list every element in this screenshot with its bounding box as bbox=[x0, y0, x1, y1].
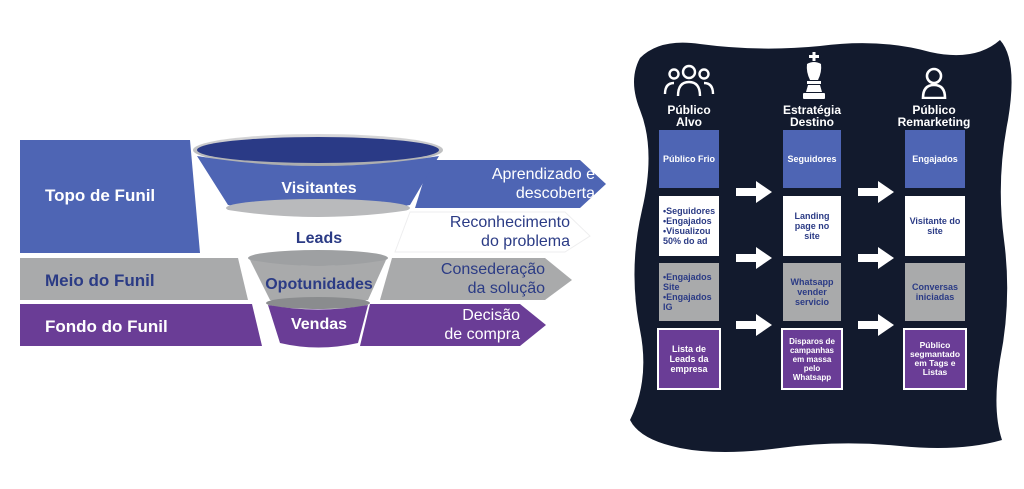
description-aprendizado: Aprendizado e descoberta bbox=[445, 165, 595, 203]
band-meio bbox=[20, 258, 270, 300]
stage-label-meio: Meio do Funil bbox=[45, 271, 155, 290]
box-alvo-engajados: •Engajados Site •Engajados IG bbox=[659, 263, 719, 321]
column-header-publico-remarketing: Público Remarketing bbox=[884, 104, 984, 128]
box-publico-frio-text: Público Frio bbox=[663, 154, 716, 164]
arrow-decisao bbox=[360, 304, 546, 346]
arrow-right-icon bbox=[736, 314, 772, 336]
box-whatsapp-vender-text: Whatsapp vender servicio bbox=[790, 277, 834, 307]
band-fondo-cut bbox=[252, 304, 270, 346]
chess-king-icon bbox=[803, 52, 825, 99]
box-whatsapp-vender: Whatsapp vender servicio bbox=[783, 263, 841, 321]
description-aprendizado-line1: Aprendizado e bbox=[491, 166, 595, 183]
box-engajados: Engajados bbox=[905, 130, 965, 188]
column-header-publico-remarketing-line1: Público bbox=[912, 103, 956, 117]
box-disparos-campanhas-text: Disparos de campanhas em massa pelo What… bbox=[789, 336, 835, 382]
arrow-right-icon bbox=[736, 181, 772, 203]
arrow-aprendizado bbox=[415, 160, 606, 208]
description-decisao: Decisão de compra bbox=[370, 306, 520, 344]
column-header-estrategia-destino: Estratégia Destino bbox=[762, 104, 862, 128]
description-decisao-line1: Decisão bbox=[462, 307, 520, 324]
funnel-level-divider-2 bbox=[248, 250, 388, 266]
box-conversas-iniciadas: Conversas iniciadas bbox=[905, 263, 965, 321]
person-icon bbox=[921, 67, 947, 99]
band-fondo bbox=[20, 304, 270, 346]
arrow-right-icon bbox=[858, 314, 894, 336]
column-header-publico-alvo: Público Alvo bbox=[639, 104, 739, 128]
funnel-label-visitantes: Visitantes bbox=[281, 180, 357, 197]
box-landing-page-text: Landing page no site bbox=[794, 211, 830, 241]
list-item: •Engajados Site bbox=[663, 272, 712, 292]
column-header-estrategia-destino-line1: Estratégia bbox=[782, 103, 842, 117]
box-lista-leads-text: Lista de Leads da empresa bbox=[669, 344, 709, 374]
description-consideracao-line2: da solução bbox=[467, 280, 545, 297]
stage-label-topo: Topo de Funil bbox=[45, 186, 156, 205]
list-item: •Engajados IG bbox=[663, 292, 712, 312]
arrow-right-icon bbox=[736, 247, 772, 269]
box-alvo-segmentos: •Seguidores •Engajados •Visualizou 50% d… bbox=[659, 196, 719, 256]
arrow-right-icon bbox=[858, 247, 894, 269]
funnel-level-vendas bbox=[268, 305, 368, 348]
arrow-right-icon bbox=[858, 181, 894, 203]
box-publico-segmentado-text: Público segmantado em Tags e Listas bbox=[909, 340, 961, 377]
box-seguidores: Seguidores bbox=[783, 130, 841, 188]
funnel-level-divider-1 bbox=[226, 199, 410, 217]
funnel-level-divider-3 bbox=[266, 297, 370, 309]
box-publico-frio: Público Frio bbox=[659, 130, 719, 188]
stage-label-fondo: Fondo do Funil bbox=[45, 317, 168, 336]
funnel-level-leads bbox=[228, 210, 410, 260]
box-lista-leads: Lista de Leads da empresa bbox=[657, 328, 721, 390]
list-item: •Visualizou 50% do ad bbox=[663, 226, 711, 246]
box-disparos-campanhas: Disparos de campanhas em massa pelo What… bbox=[781, 328, 843, 390]
box-conversas-iniciadas-text: Conversas iniciadas bbox=[911, 282, 959, 302]
description-reconhecimento-line2: do problema bbox=[481, 233, 570, 250]
box-visitante-site-text: Visitante do site bbox=[909, 216, 961, 236]
column-header-publico-remarketing-line2: Remarketing bbox=[897, 115, 971, 129]
people-group-icon bbox=[663, 64, 715, 97]
description-decisao-line2: de compra bbox=[444, 326, 520, 343]
description-aprendizado-line2: descoberta bbox=[515, 185, 595, 202]
funnel-level-oportunidades bbox=[250, 260, 386, 305]
list-item: •Engajados bbox=[663, 216, 712, 226]
arrow-reconhecimento bbox=[394, 211, 591, 253]
list-item: •Seguidores bbox=[663, 206, 716, 216]
description-reconhecimento-line1: Reconhecimento bbox=[449, 214, 570, 231]
box-landing-page: Landing page no site bbox=[783, 196, 841, 256]
description-consideracao-line1: Consederação bbox=[440, 261, 545, 278]
column-header-publico-alvo-line2: Alvo bbox=[675, 115, 702, 129]
description-consideracao: Consederação da solução bbox=[395, 260, 545, 298]
funnel-label-vendas: Vendas bbox=[290, 316, 348, 333]
funnel-label-leads: Leads bbox=[295, 230, 343, 247]
box-seguidores-text: Seguidores bbox=[787, 154, 837, 164]
funnel-label-oportunidades: Opotunidades bbox=[265, 276, 373, 293]
funnel-level-visitantes bbox=[197, 156, 439, 214]
column-header-publico-alvo-line1: Público bbox=[667, 103, 711, 117]
column-header-estrategia-destino-line2: Destino bbox=[789, 115, 834, 129]
funnel-top-opening bbox=[197, 137, 439, 163]
arrow-consideracao bbox=[380, 258, 572, 300]
box-visitante-site: Visitante do site bbox=[905, 196, 965, 256]
box-engajados-text: Engajados bbox=[912, 154, 958, 164]
box-publico-segmentado: Público segmantado em Tags e Listas bbox=[903, 328, 967, 390]
description-reconhecimento: Reconhecimento do problema bbox=[420, 213, 570, 251]
